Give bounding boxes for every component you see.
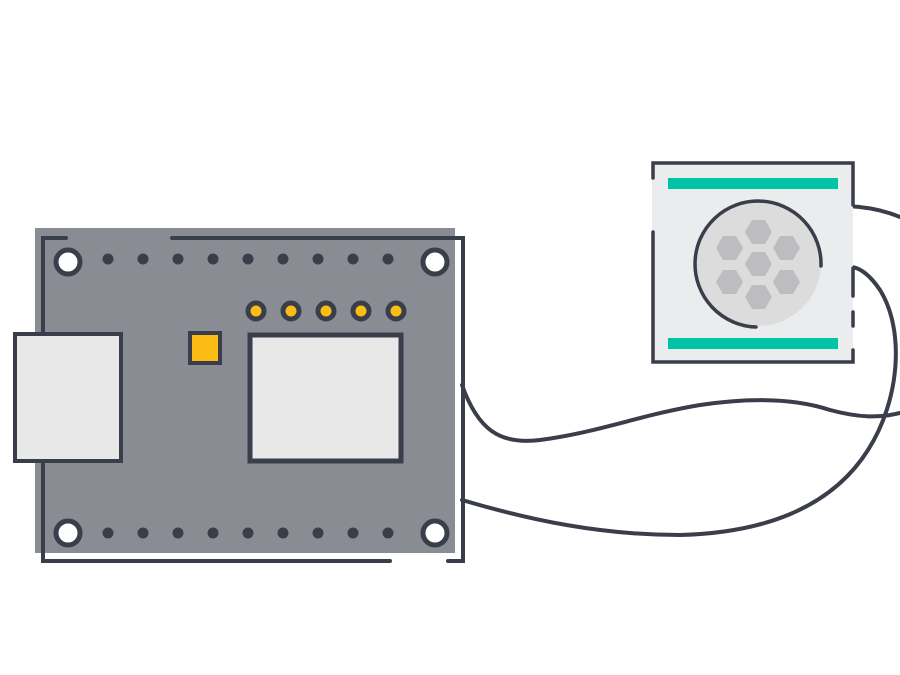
usb-port <box>13 332 123 463</box>
gold-pins <box>245 300 407 322</box>
mount-hole-icon <box>420 247 450 277</box>
sensor-stripe-top <box>668 178 838 189</box>
led-indicator <box>188 331 222 365</box>
wire-3 <box>845 204 900 219</box>
wire-1 <box>460 383 900 443</box>
main-chip <box>247 332 404 464</box>
sensor-outline <box>651 161 855 364</box>
sensor-stripe-bottom <box>668 338 838 349</box>
bottom-header-pins <box>102 527 394 539</box>
mount-hole-icon <box>420 518 450 548</box>
circuit-board <box>13 228 465 563</box>
top-header-pins <box>102 253 394 265</box>
mount-hole-icon <box>53 518 83 548</box>
pir-sensor <box>651 161 855 364</box>
mount-hole-icon <box>53 247 83 277</box>
wire-2 <box>460 265 898 538</box>
sensor-lens-arc <box>693 199 823 329</box>
board-outline <box>41 236 465 563</box>
lens-hex-cells <box>716 220 800 309</box>
mount-holes <box>53 247 450 548</box>
